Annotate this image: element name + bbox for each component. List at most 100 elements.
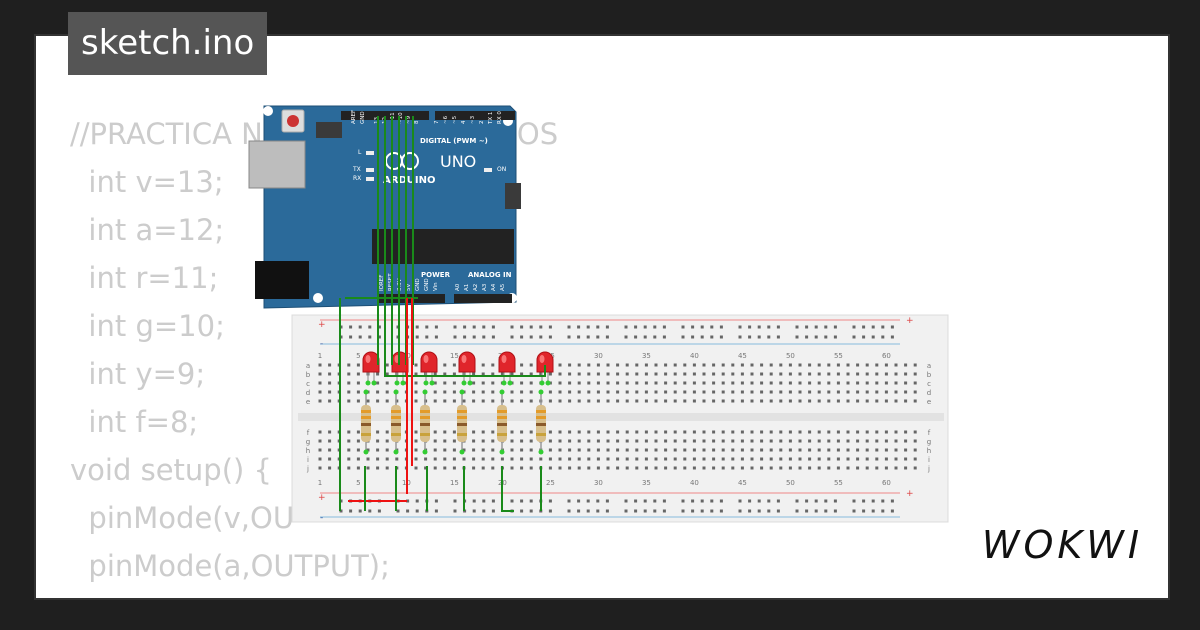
- breadboard-hole: [318, 363, 322, 367]
- breadboard-hole: [376, 457, 380, 461]
- breadboard-hole: [635, 457, 639, 461]
- breadboard-hole: [328, 439, 332, 443]
- breadboard-hole: [683, 390, 687, 394]
- column-number: 50: [786, 352, 795, 360]
- breadboard-hole: [683, 448, 687, 452]
- breadboard-hole: [913, 448, 917, 452]
- breadboard-hole: [788, 381, 792, 385]
- breadboard-hole: [673, 381, 677, 385]
- rail-hole: [833, 509, 837, 513]
- rail-hole: [434, 499, 438, 503]
- breadboard-hole: [433, 439, 437, 443]
- row-letter: f: [307, 429, 310, 437]
- breadboard-hole: [664, 457, 668, 461]
- breadboard-hole: [827, 466, 831, 470]
- breadboard-hole: [625, 457, 629, 461]
- breadboard-hole: [913, 399, 917, 403]
- breadboard-hole: [798, 372, 802, 376]
- breadboard-hole: [836, 381, 840, 385]
- breadboard-hole: [385, 372, 389, 376]
- rail-hole: [719, 335, 723, 339]
- breadboard-hole: [347, 381, 351, 385]
- mounting-hole: [263, 106, 273, 116]
- breadboard-hole: [865, 390, 869, 394]
- rail-hole: [738, 325, 742, 329]
- resistor-band: [391, 416, 401, 419]
- breadboard-hole: [414, 399, 418, 403]
- breadboard-hole: [635, 448, 639, 452]
- reset-button-cap: [287, 115, 299, 127]
- breadboard-hole: [712, 430, 716, 434]
- breadboard-hole: [376, 399, 380, 403]
- breadboard-hole: [347, 430, 351, 434]
- led-label-tx: TX: [352, 166, 361, 173]
- breadboard-hole: [587, 448, 591, 452]
- column-number: 1: [318, 352, 322, 360]
- breadboard-hole: [875, 439, 879, 443]
- rail-hole: [520, 335, 524, 339]
- resistor-band: [361, 433, 371, 436]
- breadboard-hole: [904, 390, 908, 394]
- breadboard-hole: [654, 390, 658, 394]
- breadboard-hole: [721, 399, 725, 403]
- rail-hole: [852, 499, 856, 503]
- rail-hole: [757, 335, 761, 339]
- row-letter: h: [927, 447, 931, 455]
- breadboard-hole: [568, 439, 572, 443]
- breadboard-hole: [856, 466, 860, 470]
- rail-hole: [482, 335, 486, 339]
- rail-hole: [757, 509, 761, 513]
- breadboard-hole: [740, 439, 744, 443]
- code-line: int r=11;: [70, 261, 219, 295]
- rail-hole: [415, 509, 419, 513]
- resistor-pin: [363, 389, 369, 395]
- breadboard-hole: [548, 448, 552, 452]
- breadboard-hole: [529, 430, 533, 434]
- rail-hole: [463, 335, 467, 339]
- breadboard-hole: [798, 466, 802, 470]
- breadboard-hole: [856, 457, 860, 461]
- breadboard-hole: [510, 399, 514, 403]
- breadboard-hole: [904, 363, 908, 367]
- breadboard-hole: [433, 372, 437, 376]
- rail-plus-label: +: [318, 493, 326, 503]
- breadboard-hole: [817, 439, 821, 443]
- breadboard-hole: [520, 390, 524, 394]
- row-letter: h: [306, 447, 310, 455]
- breadboard-hole: [904, 372, 908, 376]
- breadboard-hole: [846, 439, 850, 443]
- breadboard-hole: [721, 390, 725, 394]
- breadboard-hole: [808, 457, 812, 461]
- breadboard-hole: [606, 457, 610, 461]
- breadboard-hole: [356, 448, 360, 452]
- breadboard-hole: [692, 457, 696, 461]
- breadboard-hole: [731, 381, 735, 385]
- breadboard-hole: [318, 457, 322, 461]
- row-letter: b: [306, 371, 311, 379]
- breadboard-hole: [347, 448, 351, 452]
- code-line: int f=8;: [70, 405, 199, 439]
- breadboard-hole: [529, 448, 533, 452]
- breadboard-hole: [760, 439, 764, 443]
- breadboard-hole: [520, 457, 524, 461]
- breadboard-hole: [481, 372, 485, 376]
- breadboard-hole: [606, 448, 610, 452]
- breadboard-hole: [644, 457, 648, 461]
- breadboard-hole: [760, 381, 764, 385]
- breadboard-hole: [424, 466, 428, 470]
- breadboard-hole: [376, 448, 380, 452]
- resistor-band: [536, 433, 546, 436]
- rail-hole: [776, 499, 780, 503]
- rail-hole: [491, 499, 495, 503]
- breadboard-hole: [558, 381, 562, 385]
- rail-hole: [406, 509, 410, 513]
- breadboard-hole: [827, 363, 831, 367]
- resistor-band: [457, 433, 467, 436]
- breadboard-hole: [692, 363, 696, 367]
- breadboard-hole: [472, 372, 476, 376]
- breadboard-hole: [510, 439, 514, 443]
- rail-hole: [472, 499, 476, 503]
- breadboard-hole: [875, 457, 879, 461]
- digital-pin-label: 8: [414, 120, 420, 124]
- breadboard-hole: [731, 372, 735, 376]
